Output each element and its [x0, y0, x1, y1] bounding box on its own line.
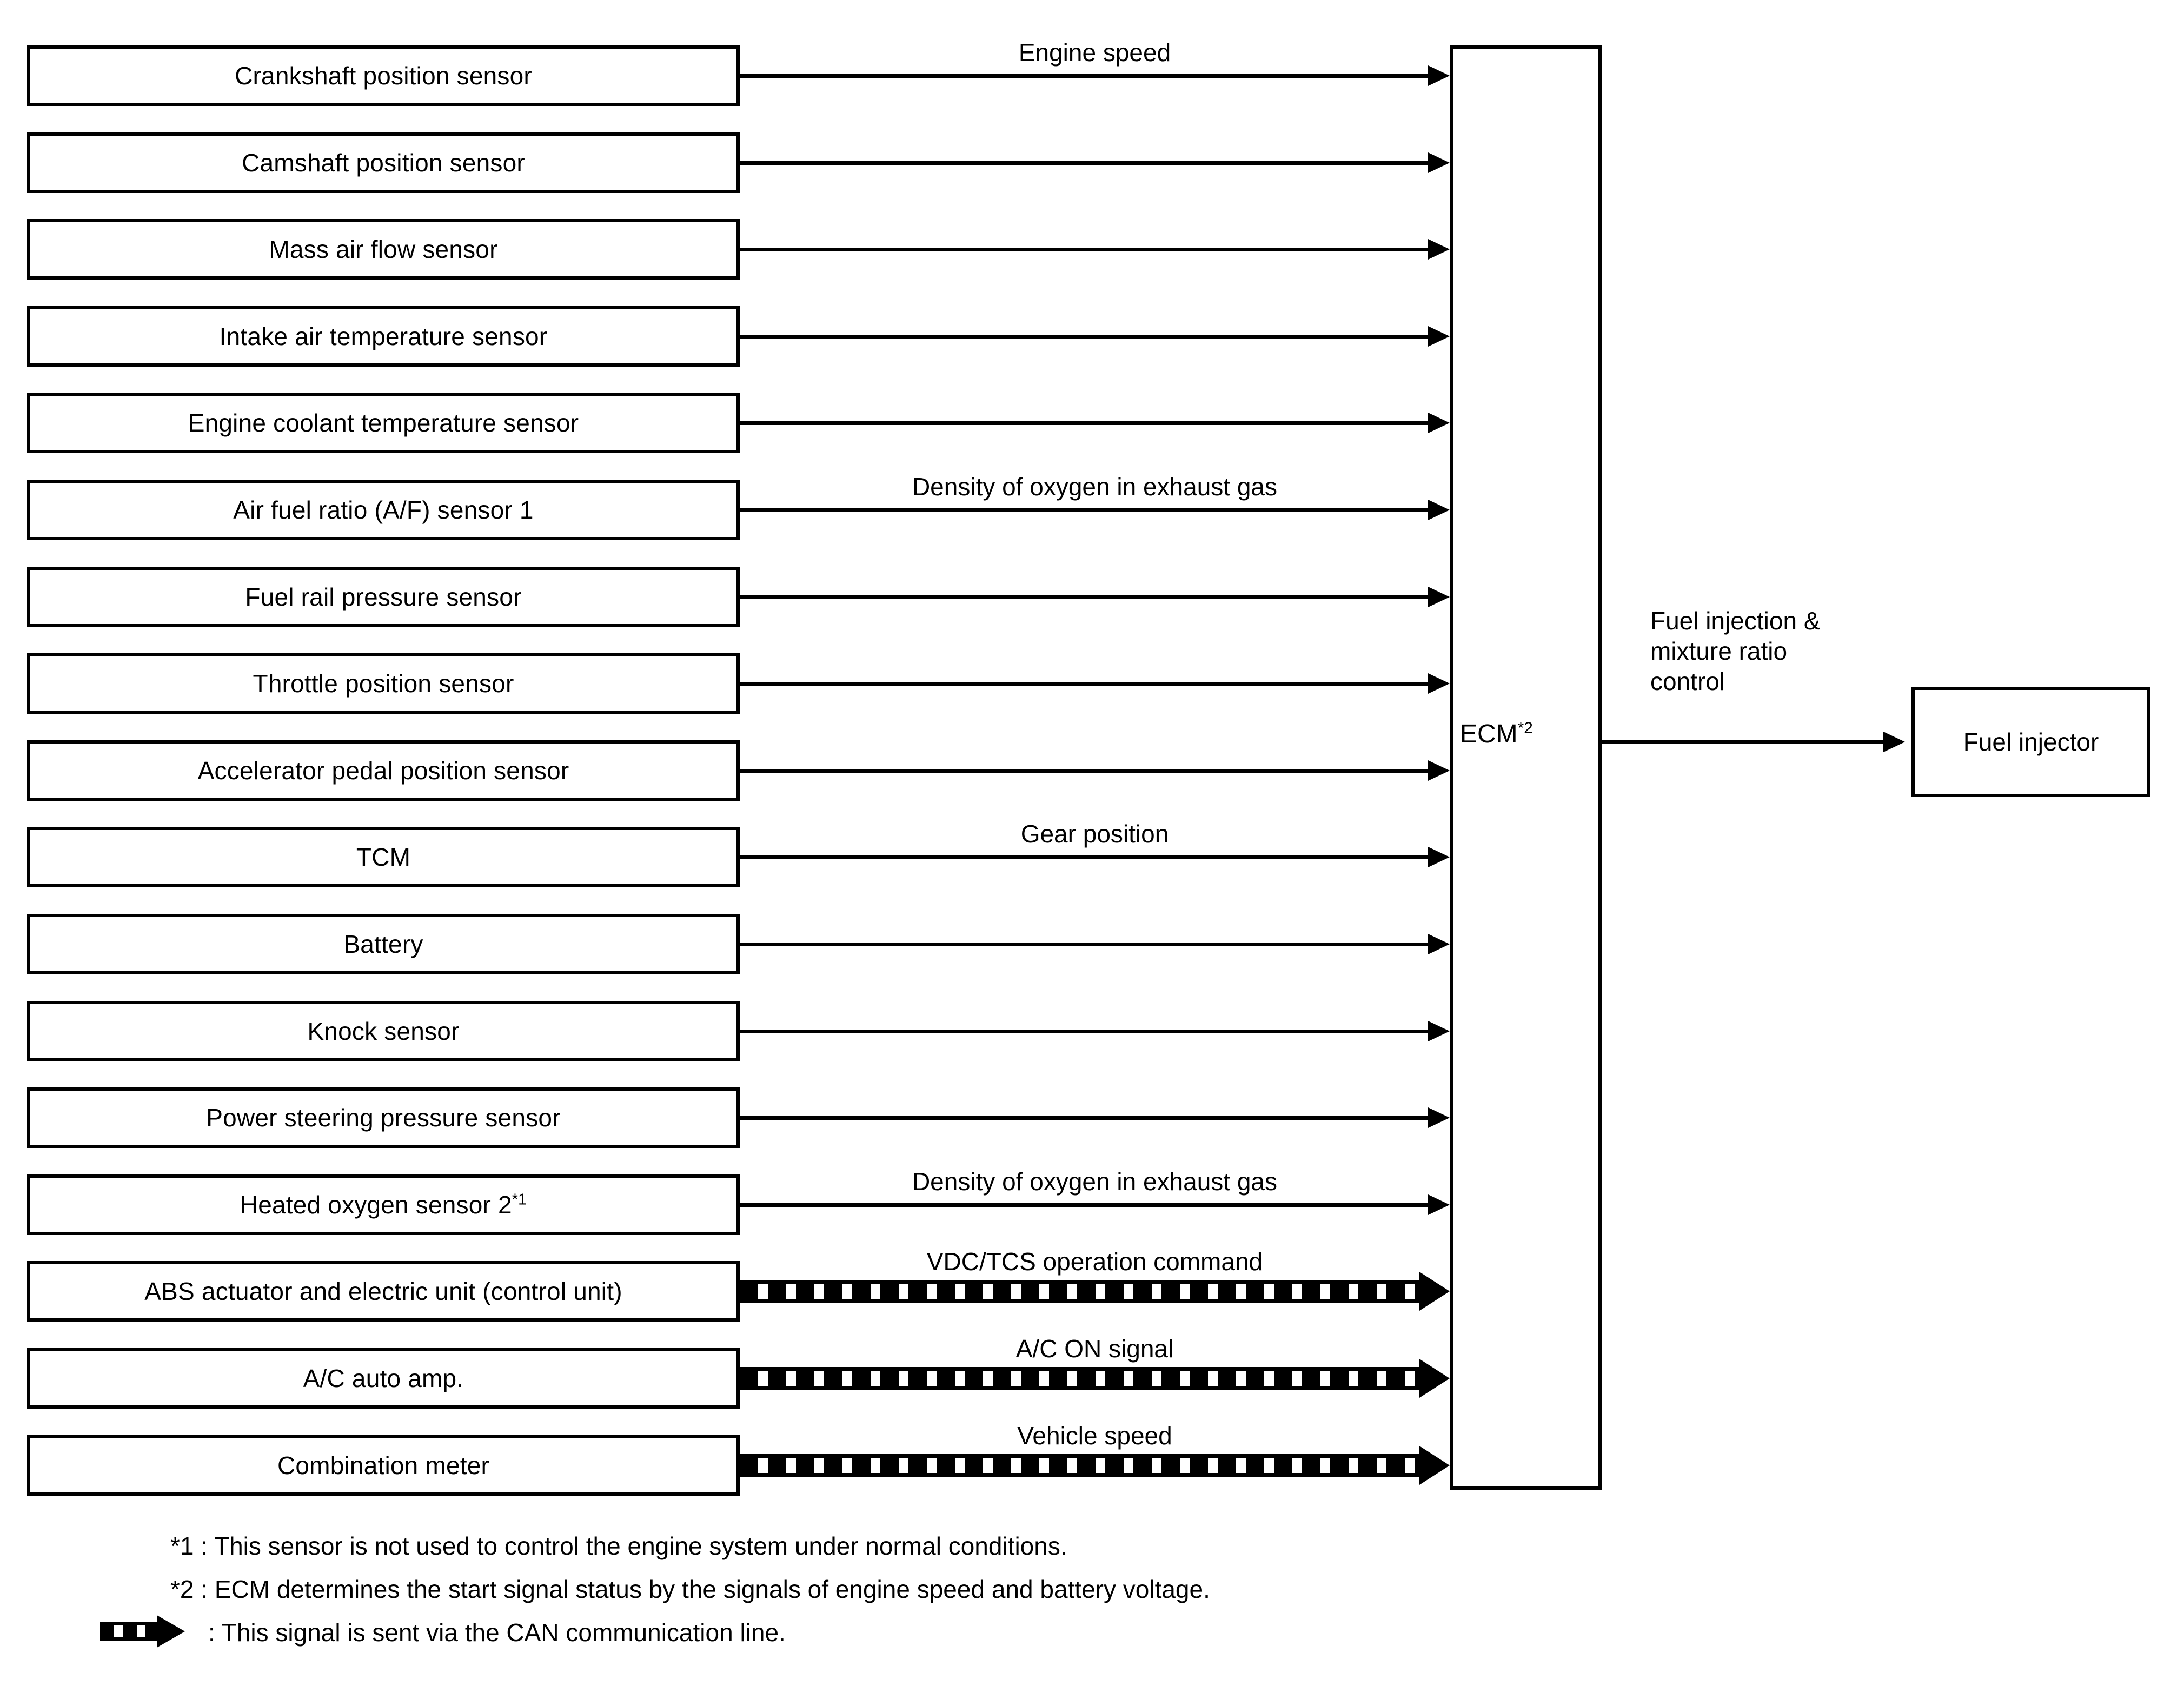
signal-arrow-line — [740, 855, 1428, 859]
input-source-box[interactable]: ABS actuator and electric unit (control … — [27, 1261, 740, 1322]
ecm-label-text: ECM — [1460, 720, 1518, 748]
input-source-label: Power steering pressure sensor — [206, 1104, 561, 1132]
input-source-label: Air fuel ratio (A/F) sensor 1 — [233, 496, 534, 524]
signal-caption: Density of oxygen in exhaust gas — [912, 473, 1278, 501]
input-source-box[interactable]: TCM — [27, 827, 740, 887]
can-legend-arrowhead — [157, 1615, 185, 1648]
output-arrow-head — [1883, 732, 1905, 752]
input-source-box[interactable]: A/C auto amp. — [27, 1348, 740, 1409]
input-source-label: Engine coolant temperature sensor — [188, 409, 579, 437]
can-signal-arrowhead — [1419, 1272, 1450, 1311]
input-source-footnote-marker: *1 — [512, 1191, 527, 1209]
signal-arrow-line — [740, 1030, 1428, 1033]
input-source-box[interactable]: Crankshaft position sensor — [27, 45, 740, 106]
footnote-2: *2 : ECM determines the start signal sta… — [170, 1575, 1210, 1603]
input-source-label: Crankshaft position sensor — [235, 62, 532, 90]
input-source-box[interactable]: Accelerator pedal position sensor — [27, 740, 740, 801]
signal-arrow-head — [1428, 587, 1450, 607]
signal-caption: Density of oxygen in exhaust gas — [912, 1167, 1278, 1196]
signal-arrow-head — [1428, 1194, 1450, 1215]
signal-arrow-line — [740, 682, 1428, 686]
input-source-label: TCM — [356, 843, 411, 871]
input-source-label: Heated oxygen sensor 2*1 — [240, 1191, 527, 1219]
input-source-box[interactable]: Air fuel ratio (A/F) sensor 1 — [27, 480, 740, 540]
signal-arrow-line — [740, 248, 1428, 251]
signal-arrow-head — [1428, 673, 1450, 694]
signal-arrow-line — [740, 595, 1428, 599]
ecm-footnote-marker: *2 — [1517, 719, 1533, 737]
signal-arrow-line — [740, 1203, 1428, 1207]
signal-caption: VDC/TCS operation command — [926, 1247, 1263, 1276]
input-source-label: Knock sensor — [307, 1017, 460, 1045]
footnote-can: : This signal is sent via the CAN commun… — [208, 1618, 786, 1647]
can-signal-arrow — [740, 1446, 1450, 1485]
input-source-label: Battery — [343, 930, 423, 958]
signal-arrow-head — [1428, 847, 1450, 867]
input-source-label: Combination meter — [277, 1451, 490, 1479]
input-source-label: Camshaft position sensor — [242, 149, 525, 177]
fuel-injector-box[interactable]: Fuel injector — [1911, 687, 2150, 797]
input-source-box[interactable]: Throttle position sensor — [27, 653, 740, 714]
ecm-label: ECM*2 — [1460, 719, 1533, 748]
can-signal-arrowhead — [1419, 1446, 1450, 1485]
signal-arrow-head — [1428, 500, 1450, 520]
input-source-label: Intake air temperature sensor — [219, 322, 548, 350]
signal-arrow-head — [1428, 65, 1450, 86]
signal-caption: Engine speed — [1018, 38, 1171, 67]
signal-arrow-line — [740, 335, 1428, 339]
input-source-box[interactable]: Combination meter — [27, 1435, 740, 1496]
input-source-label: Throttle position sensor — [253, 669, 514, 698]
output-caption: Fuel injection & mixture ratio control — [1650, 607, 1821, 696]
input-source-box[interactable]: Camshaft position sensor — [27, 132, 740, 193]
signal-arrow-head — [1428, 152, 1450, 173]
signal-caption: Vehicle speed — [1017, 1422, 1172, 1450]
signal-arrow-head — [1428, 1021, 1450, 1041]
input-source-box[interactable]: Mass air flow sensor — [27, 219, 740, 280]
input-source-box[interactable]: Battery — [27, 914, 740, 974]
input-source-box[interactable]: Heated oxygen sensor 2*1 — [27, 1174, 740, 1235]
can-signal-arrow — [740, 1359, 1450, 1398]
can-signal-arrowhead — [1419, 1359, 1450, 1398]
signal-arrow-head — [1428, 760, 1450, 781]
input-source-box[interactable]: Fuel rail pressure sensor — [27, 567, 740, 627]
can-line-legend-icon — [100, 1615, 187, 1648]
signal-arrow-head — [1428, 239, 1450, 260]
input-source-label: A/C auto amp. — [303, 1364, 464, 1392]
footnote-1: *1 : This sensor is not used to control … — [170, 1532, 1067, 1560]
signal-arrow-line — [740, 943, 1428, 946]
signal-caption: Gear position — [1020, 820, 1169, 848]
fuel-injector-label: Fuel injector — [1963, 728, 2099, 756]
signal-arrow-head — [1428, 413, 1450, 433]
signal-arrow-line — [740, 421, 1428, 425]
can-signal-bar — [740, 1454, 1419, 1477]
signal-arrow-line — [740, 1116, 1428, 1120]
input-source-box[interactable]: Power steering pressure sensor — [27, 1087, 740, 1148]
signal-arrow-line — [740, 508, 1428, 512]
input-source-label: ABS actuator and electric unit (control … — [144, 1277, 622, 1305]
signal-arrow-head — [1428, 934, 1450, 954]
input-source-box[interactable]: Engine coolant temperature sensor — [27, 393, 740, 453]
input-source-label: Mass air flow sensor — [269, 235, 498, 263]
input-source-label: Fuel rail pressure sensor — [245, 583, 522, 611]
input-source-box[interactable]: Intake air temperature sensor — [27, 306, 740, 367]
input-source-label: Accelerator pedal position sensor — [197, 756, 569, 785]
signal-arrow-line — [740, 74, 1428, 78]
ecm-box[interactable] — [1450, 45, 1602, 1490]
signal-arrow-line — [740, 769, 1428, 773]
signal-arrow-head — [1428, 1107, 1450, 1128]
can-signal-bar — [740, 1367, 1419, 1390]
output-arrow-line — [1602, 740, 1883, 744]
signal-caption: A/C ON signal — [1015, 1335, 1174, 1363]
can-legend-bar — [100, 1622, 161, 1641]
can-signal-bar — [740, 1280, 1419, 1303]
signal-arrow-line — [740, 161, 1428, 165]
can-signal-arrow — [740, 1272, 1450, 1311]
input-source-box[interactable]: Knock sensor — [27, 1001, 740, 1061]
signal-arrow-head — [1428, 326, 1450, 347]
